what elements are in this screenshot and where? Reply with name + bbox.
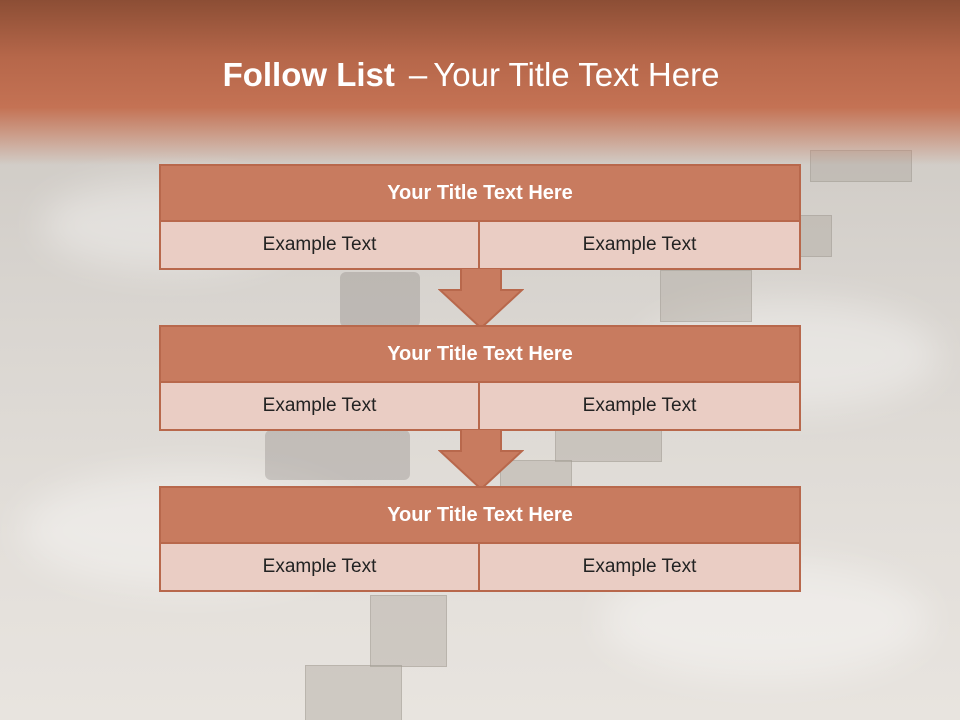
slide-title: Follow List–Your Title Text Here	[0, 56, 942, 94]
slide-title-bold: Follow List	[222, 56, 395, 93]
block-title: Your Title Text Here	[161, 488, 799, 544]
block-cell-right: Example Text	[582, 395, 697, 416]
list-block-1: Your Title Text Here Example Text Exampl…	[159, 164, 801, 270]
block-title: Your Title Text Here	[161, 166, 799, 222]
list-block-2: Your Title Text Here Example Text Exampl…	[159, 325, 801, 431]
down-arrow-icon	[438, 268, 524, 330]
block-cell-left: Example Text	[161, 222, 480, 268]
down-arrow-icon	[438, 429, 524, 491]
list-block-3: Your Title Text Here Example Text Exampl…	[159, 486, 801, 592]
block-cell-left: Example Text	[161, 544, 480, 590]
block-title: Your Title Text Here	[161, 327, 799, 383]
header-band	[0, 0, 960, 165]
block-cell-left: Example Text	[161, 383, 480, 429]
slide-title-dash: –	[408, 56, 428, 93]
block-cell-right: Example Text	[582, 556, 697, 577]
slide-title-rest: Your Title Text Here	[433, 56, 720, 93]
block-cell-right: Example Text	[582, 234, 697, 255]
